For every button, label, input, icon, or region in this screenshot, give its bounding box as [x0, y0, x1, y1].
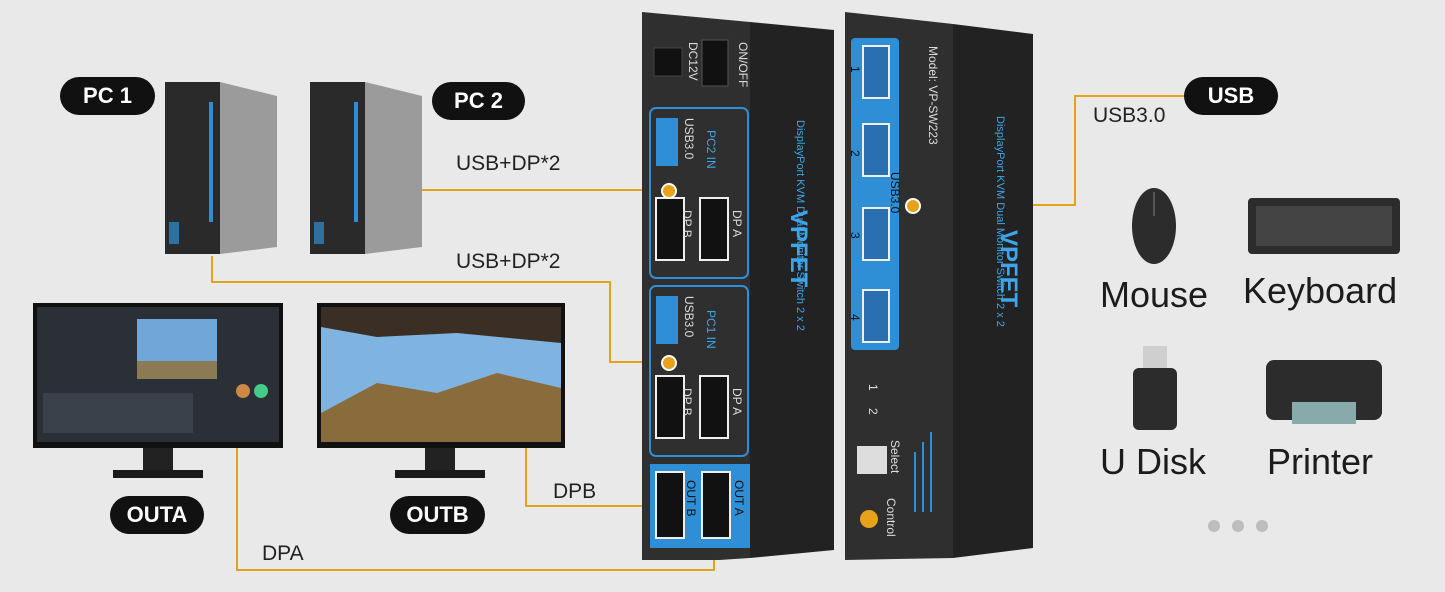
kvm-dpa-label-bottom: DP A [730, 388, 744, 416]
kvm-pc2-in-label: PC2 IN [704, 130, 718, 169]
pc2-badge: PC 2 [432, 82, 525, 120]
kvm-out-a-label: OUT A [732, 480, 746, 516]
usb-badge: USB [1184, 77, 1278, 115]
mouse-icon [1130, 186, 1178, 266]
kvm-out-b-label: OUT B [684, 480, 698, 517]
port-marker-pc1 [661, 355, 677, 371]
kvm-port-2: 2 [848, 150, 862, 157]
pc1-tower [165, 82, 277, 254]
kvm-pc1-in-label: PC1 IN [704, 310, 718, 349]
keyboard-label: Keyboard [1243, 270, 1398, 311]
port-marker-usb-hub [905, 198, 921, 214]
more-dot-1 [1208, 520, 1220, 532]
kvm-dpb-label-top: DP B [680, 210, 694, 238]
kvm-usb-port-label-bottom: USB3.0 [682, 296, 696, 338]
kvm-control-label: Control [884, 498, 898, 537]
kvm-model-label: Model: VP-SW223 [926, 46, 940, 145]
outb-badge: OUTB [390, 496, 485, 534]
mouse-label: Mouse [1100, 274, 1209, 315]
outa-badge: OUTA [110, 496, 204, 534]
monitor-outa [33, 303, 283, 488]
udisk-icon [1133, 346, 1177, 430]
wire-pc1-to-kvm [211, 256, 668, 363]
kvm-dpa-label-top: DP A [730, 210, 744, 238]
usb-dp-label-bottom: USB+DP*2 [456, 250, 561, 273]
kvm-rear-panel [642, 10, 834, 565]
dpb-label: DPB [553, 480, 597, 503]
kvm-dpb-label-bottom: DP B [680, 388, 694, 416]
kvm-usb-port-label-top: USB3.0 [682, 118, 696, 160]
keyboard-icon [1248, 198, 1400, 254]
kvm-led-2: 2 [866, 408, 880, 415]
kvm-control-knob [860, 510, 878, 528]
kvm-switch-label: ON/OFF [736, 42, 750, 88]
kvm-rear-product: DisplayPort KVM Dual Monitor Switch 2 x … [794, 120, 806, 331]
pc2-tower [310, 82, 422, 254]
kvm-power-label: DC12V [686, 42, 700, 81]
monitor-outb [317, 303, 565, 488]
usb30-label: USB3.0 [1093, 104, 1166, 127]
kvm-select-label: Select [888, 440, 902, 474]
printer-icon [1262, 350, 1386, 428]
kvm-port-4: 4 [848, 314, 862, 321]
printer-label: Printer [1267, 441, 1374, 482]
dpa-label: DPA [262, 542, 304, 565]
kvm-usb-group-label: USB3.0 [888, 172, 902, 214]
wire-dpb-to-monitor [525, 446, 662, 507]
kvm-port-1: 1 [848, 66, 862, 73]
udisk-label: U Disk [1100, 441, 1206, 482]
pc1-badge: PC 1 [60, 77, 155, 115]
more-dot-2 [1232, 520, 1244, 532]
kvm-front-panel [845, 12, 1033, 560]
kvm-port-3: 3 [848, 232, 862, 239]
kvm-front-product: DisplayPort KVM Dual Monitor Switch 2 x … [994, 116, 1006, 327]
usb-dp-label-top: USB+DP*2 [456, 152, 561, 175]
more-dot-3 [1256, 520, 1268, 532]
kvm-led-1: 1 [866, 384, 880, 391]
port-marker-pc2 [661, 183, 677, 199]
